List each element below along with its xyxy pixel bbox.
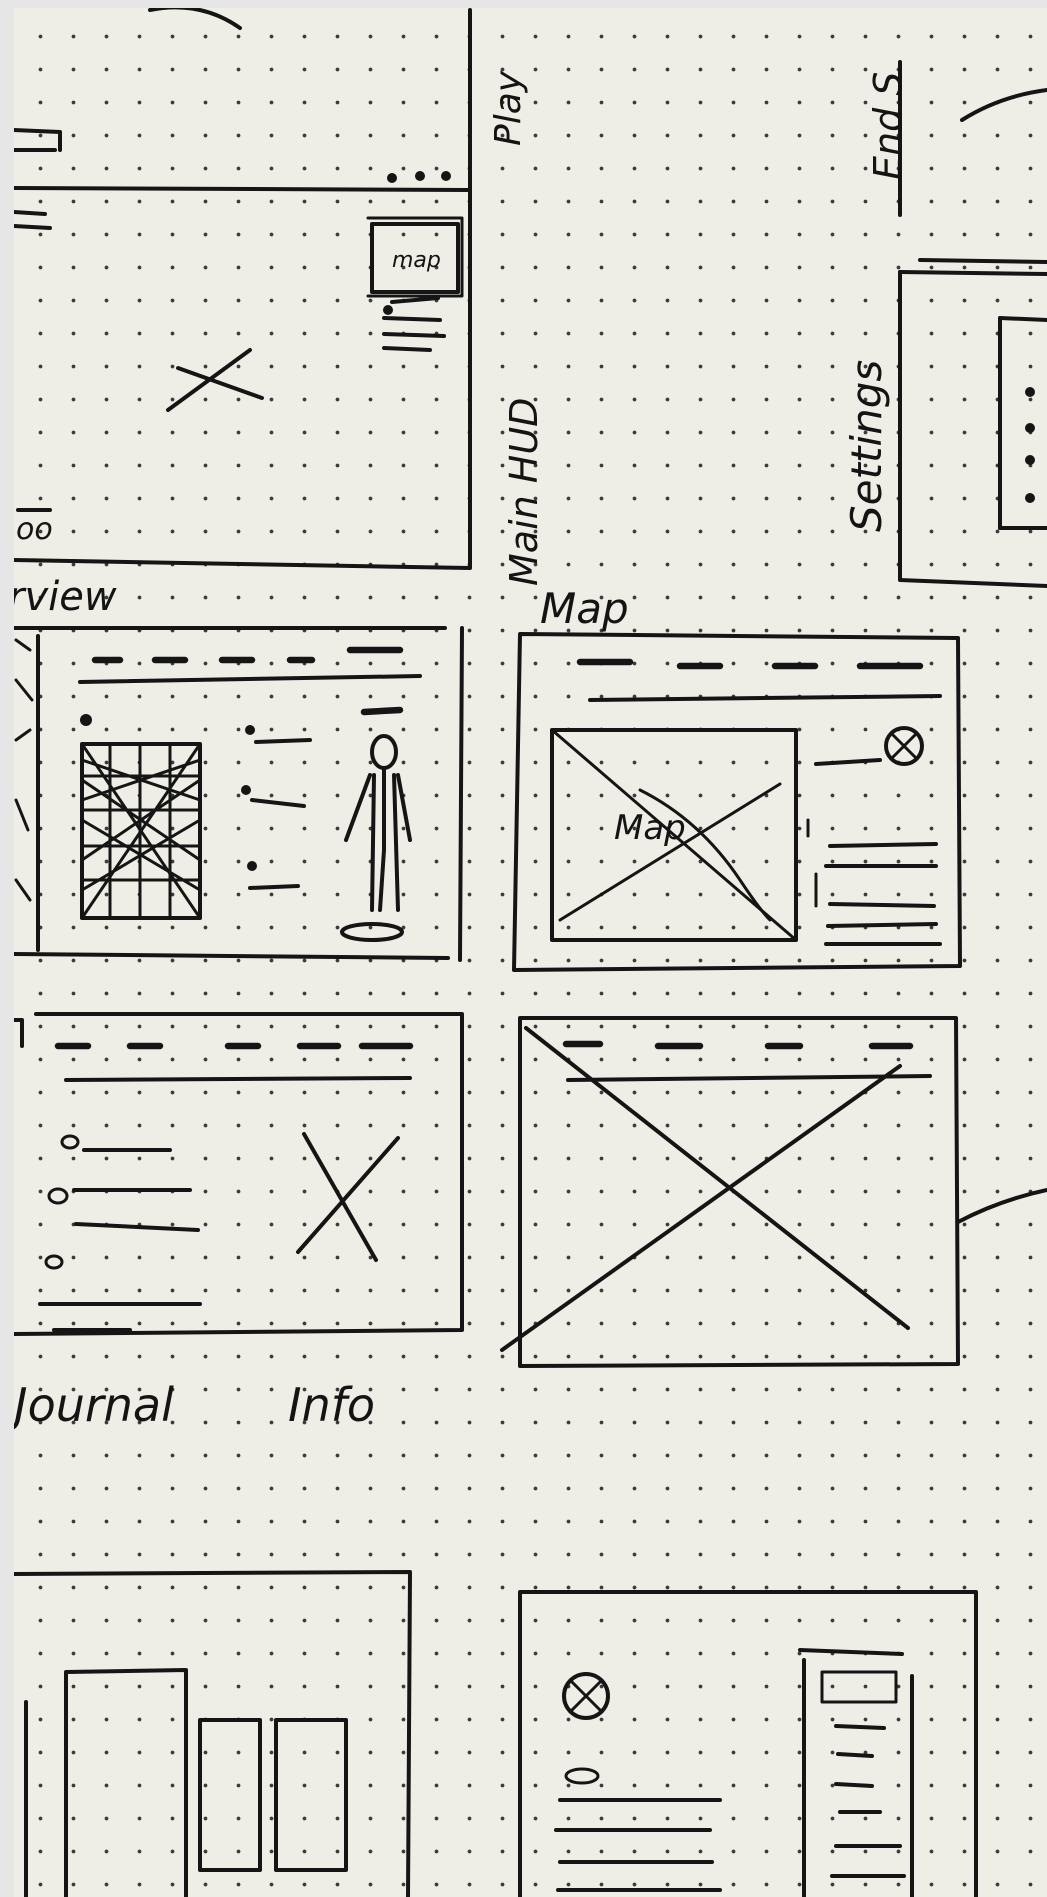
- top-left-partial-frame: [14, 8, 470, 190]
- journal-wireframe: [14, 1014, 462, 1334]
- main-hud-wireframe: [14, 171, 470, 568]
- label-overview: rview: [14, 574, 117, 620]
- label-map-title: Map: [540, 584, 629, 633]
- overview-wireframe: [14, 628, 462, 960]
- label-end-screen: End S: [866, 72, 910, 180]
- info-wireframe: [502, 1018, 1047, 1366]
- dot-grid-paper: Play End S Main HUD Settings map oo rvie…: [14, 8, 1047, 1897]
- bottom-left-wireframe: [14, 1572, 410, 1897]
- label-hud-map: map: [392, 248, 441, 273]
- label-journal: Journal: [14, 1378, 174, 1432]
- character-figure: [342, 736, 410, 940]
- label-play: Play: [488, 71, 529, 146]
- label-info: Info: [288, 1378, 375, 1432]
- label-hud-corner: oo: [16, 512, 53, 547]
- settings-wireframe: [900, 62, 1047, 586]
- label-main-hud: Main HUD: [502, 398, 546, 586]
- label-map-inner: Map: [614, 808, 686, 848]
- map-wireframe: [514, 634, 960, 970]
- label-settings: Settings: [842, 360, 891, 532]
- bottom-right-wireframe: [520, 1592, 976, 1897]
- sketch-layer: [14, 8, 1047, 1897]
